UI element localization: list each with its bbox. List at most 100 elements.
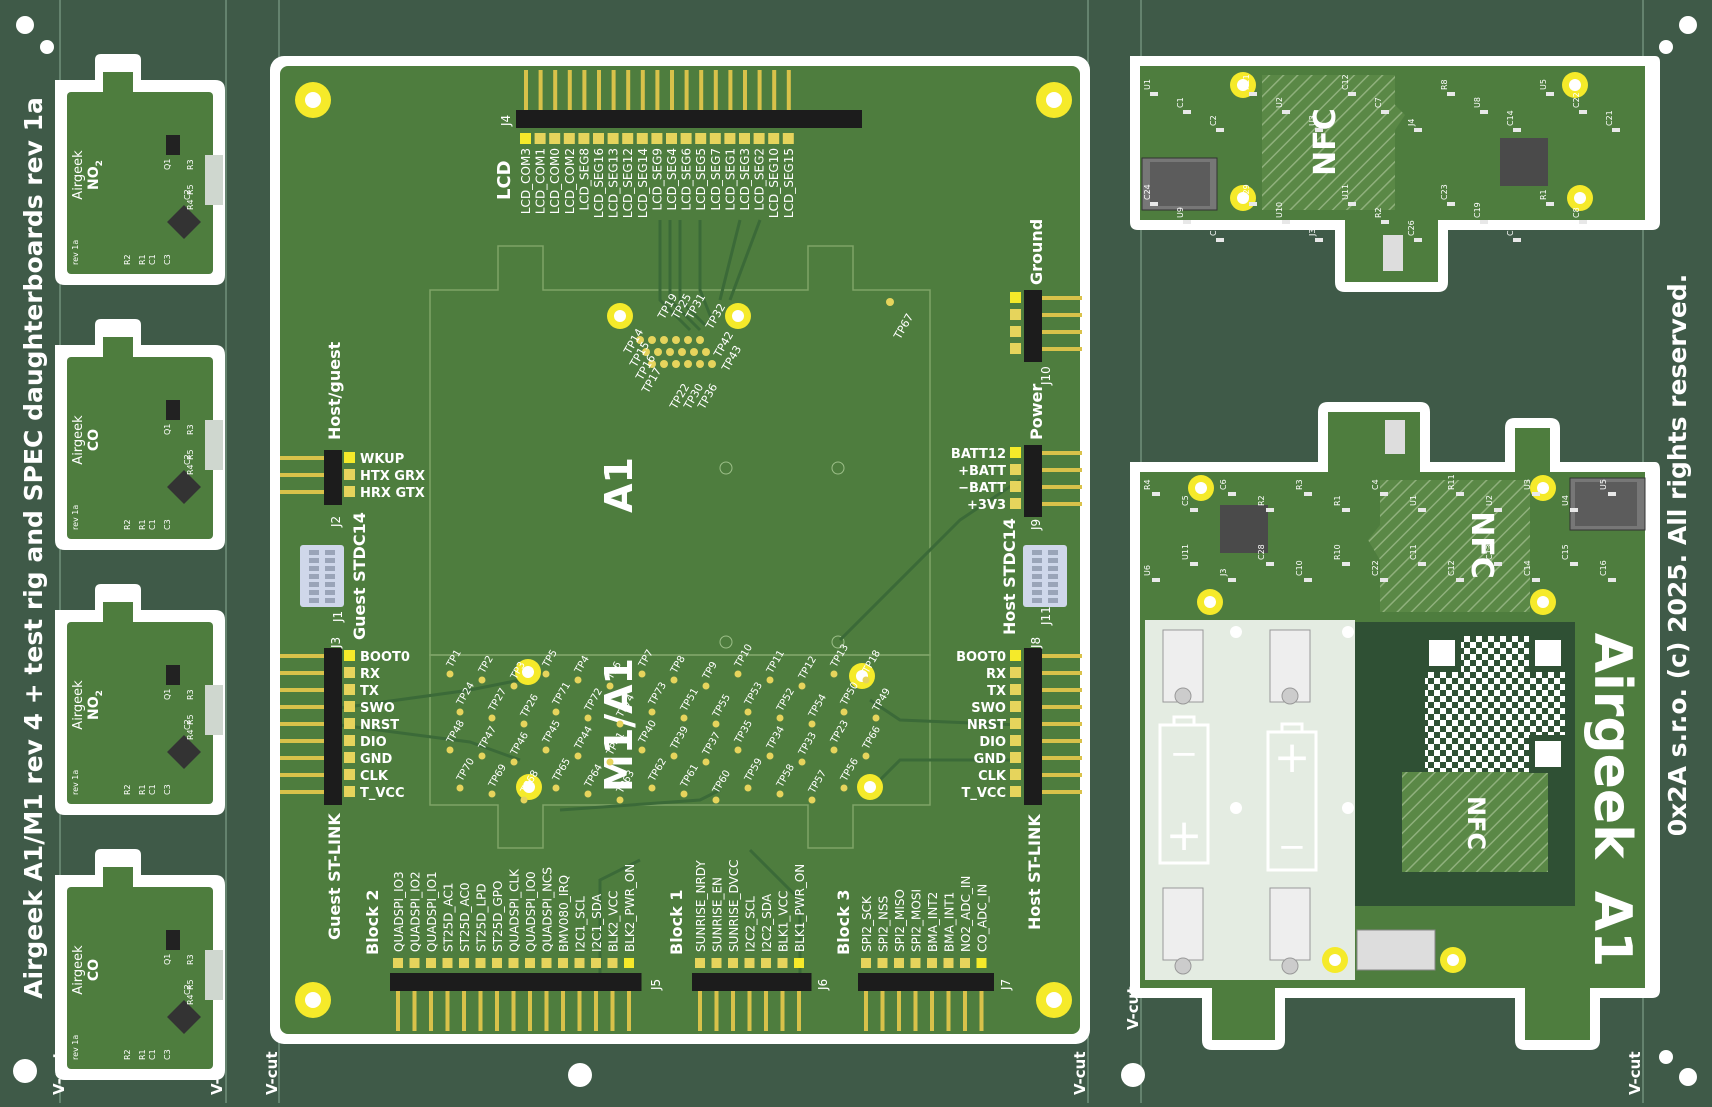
- nfc-top-ref: U1: [1143, 79, 1152, 90]
- lcd-pin-label: LCD_SEG13: [607, 148, 621, 218]
- test-point: [702, 682, 710, 690]
- block2-header-leg: [429, 991, 433, 1031]
- guest-stdc14-connector-pin: [325, 590, 335, 595]
- nfc-top-ref: C14: [1506, 110, 1515, 126]
- test-point: [766, 752, 774, 760]
- host-stdc14-connector-pin: [1048, 558, 1058, 563]
- test-point: [776, 714, 784, 722]
- nfc-top-ref: U9: [1176, 207, 1185, 218]
- host-stdc14-connector-pin: [1048, 598, 1058, 603]
- panel-copyright: 0x2A s.r.o. (c) 2025. All rights reserve…: [1663, 274, 1692, 837]
- guest-stdc14-connector-pin: [309, 558, 319, 563]
- block3-header-leg: [946, 991, 951, 1031]
- lcd-title: LCD: [494, 160, 515, 200]
- daughterboard-ref: C1: [148, 254, 157, 265]
- block2-header-label: ST25D_AC0: [458, 883, 472, 952]
- guest-stdc14-connector-pin: [325, 574, 335, 579]
- block2-header-label: ST25D_LPD: [475, 883, 489, 952]
- test-pad-center: [614, 310, 626, 322]
- lcd-pin-leg: [640, 70, 645, 114]
- daughterboard-ref: R2: [123, 784, 132, 795]
- ground-header-pad: [1010, 292, 1021, 303]
- daughterboard-gas-name: CO: [86, 429, 102, 451]
- nfc-top-component: [1216, 128, 1224, 132]
- test-point: [584, 714, 592, 722]
- main-board-component: [1494, 562, 1502, 566]
- daughterboard-ref: R2: [123, 1049, 132, 1060]
- host-guest-ref: J2: [329, 516, 343, 528]
- lcd-pin-label: LCD_SEG1: [723, 148, 737, 210]
- lcd-pin-leg: [684, 70, 689, 114]
- block2-header-pad: [442, 958, 453, 968]
- guest-stdc14-title: Guest STDC14: [350, 512, 369, 640]
- test-point: [734, 670, 742, 678]
- daughterboard-brand: Airgeek: [71, 415, 86, 465]
- nfc-top-component: [1348, 92, 1356, 96]
- lcd-pin-label: LCD_COM2: [563, 148, 577, 214]
- daughterboard-ref: R5: [186, 449, 195, 460]
- host-stlink-header-label: BOOT0: [956, 650, 1006, 665]
- guest-stdc14-ref: J1: [331, 611, 345, 623]
- lcd-pin-leg: [553, 70, 558, 114]
- block2-header-pad: [393, 958, 403, 968]
- nfc-top-ref: J4: [1407, 119, 1416, 127]
- vcut-label-6: V-cut: [1626, 1052, 1644, 1095]
- test-point: [616, 796, 624, 804]
- block2-header-label: BLK2_PWR_ON: [623, 864, 637, 952]
- ground-header-leg: [1042, 313, 1082, 317]
- lcd-pin-leg: [772, 70, 777, 114]
- block1-header-label: SUNRISE_DVCC: [727, 860, 741, 952]
- nfc-top-ref: C21: [1605, 110, 1614, 126]
- test-point: [478, 752, 486, 760]
- test-pad-center: [864, 781, 876, 793]
- daughterboard-rev: rev 1a: [71, 505, 80, 530]
- nfc-top-component: [1447, 202, 1455, 206]
- block2-header-label: I2C1_SDA: [590, 893, 604, 952]
- host-stlink-header-label: T_VCC: [961, 786, 1006, 801]
- test-point: [574, 676, 582, 684]
- test-pad-center: [523, 781, 535, 793]
- block3-header-pad: [927, 958, 937, 968]
- host-guest-header-body: [324, 450, 342, 505]
- ground-ref: J10: [1039, 366, 1053, 386]
- block2-header-label: I2C1_SCL: [574, 896, 588, 952]
- block1-header-pad: [761, 958, 771, 968]
- nfc-top-ref: U3: [1308, 115, 1317, 126]
- ground-header-pad: [1010, 343, 1021, 354]
- block3-header-label: CO_ADC_IN: [976, 884, 990, 952]
- block2-header-pad: [558, 958, 568, 968]
- daughterboard-tab: [103, 337, 133, 359]
- host-stdc14-connector-pin: [1032, 574, 1042, 579]
- lcd-pin-label: LCD_SEG4: [665, 148, 679, 210]
- brand-name: Airgeek: [1582, 633, 1642, 860]
- block2-header-label: ST25D_GPO: [491, 881, 505, 952]
- daughterboard-rev: rev 1a: [71, 240, 80, 265]
- daughterboard-ref: C1: [148, 519, 157, 530]
- daughterboard-gas: NO2: [86, 690, 105, 720]
- lcd-pin-pad: [651, 133, 663, 144]
- block3-header-pad: [943, 958, 954, 968]
- block2-header-pad: [607, 958, 618, 968]
- block1-header-pad: [711, 958, 722, 968]
- brand-model: A1: [1582, 891, 1642, 967]
- host-stlink-ref: J8: [1029, 637, 1043, 649]
- host-stlink-header-leg: [1042, 688, 1082, 692]
- lcd-pin-pad: [607, 133, 619, 144]
- main-board-ref: U5: [1599, 479, 1608, 490]
- guest-stlink-header-pad: [344, 769, 355, 780]
- lcd-pin-leg: [786, 70, 791, 114]
- main-board-component: [1228, 492, 1236, 496]
- ground-header: [1010, 290, 1082, 362]
- block1-header-leg: [764, 991, 768, 1031]
- block1-header-label: BLK1_VCC: [777, 891, 791, 952]
- lcd-pin-leg: [713, 70, 718, 114]
- nfc-top-component: [1315, 128, 1323, 132]
- guest-stdc14-connector-pin: [325, 550, 335, 555]
- test-point: [872, 714, 880, 722]
- nfc-top-component: [1414, 128, 1422, 132]
- host-guest-header-label: HTX GRX: [360, 469, 425, 484]
